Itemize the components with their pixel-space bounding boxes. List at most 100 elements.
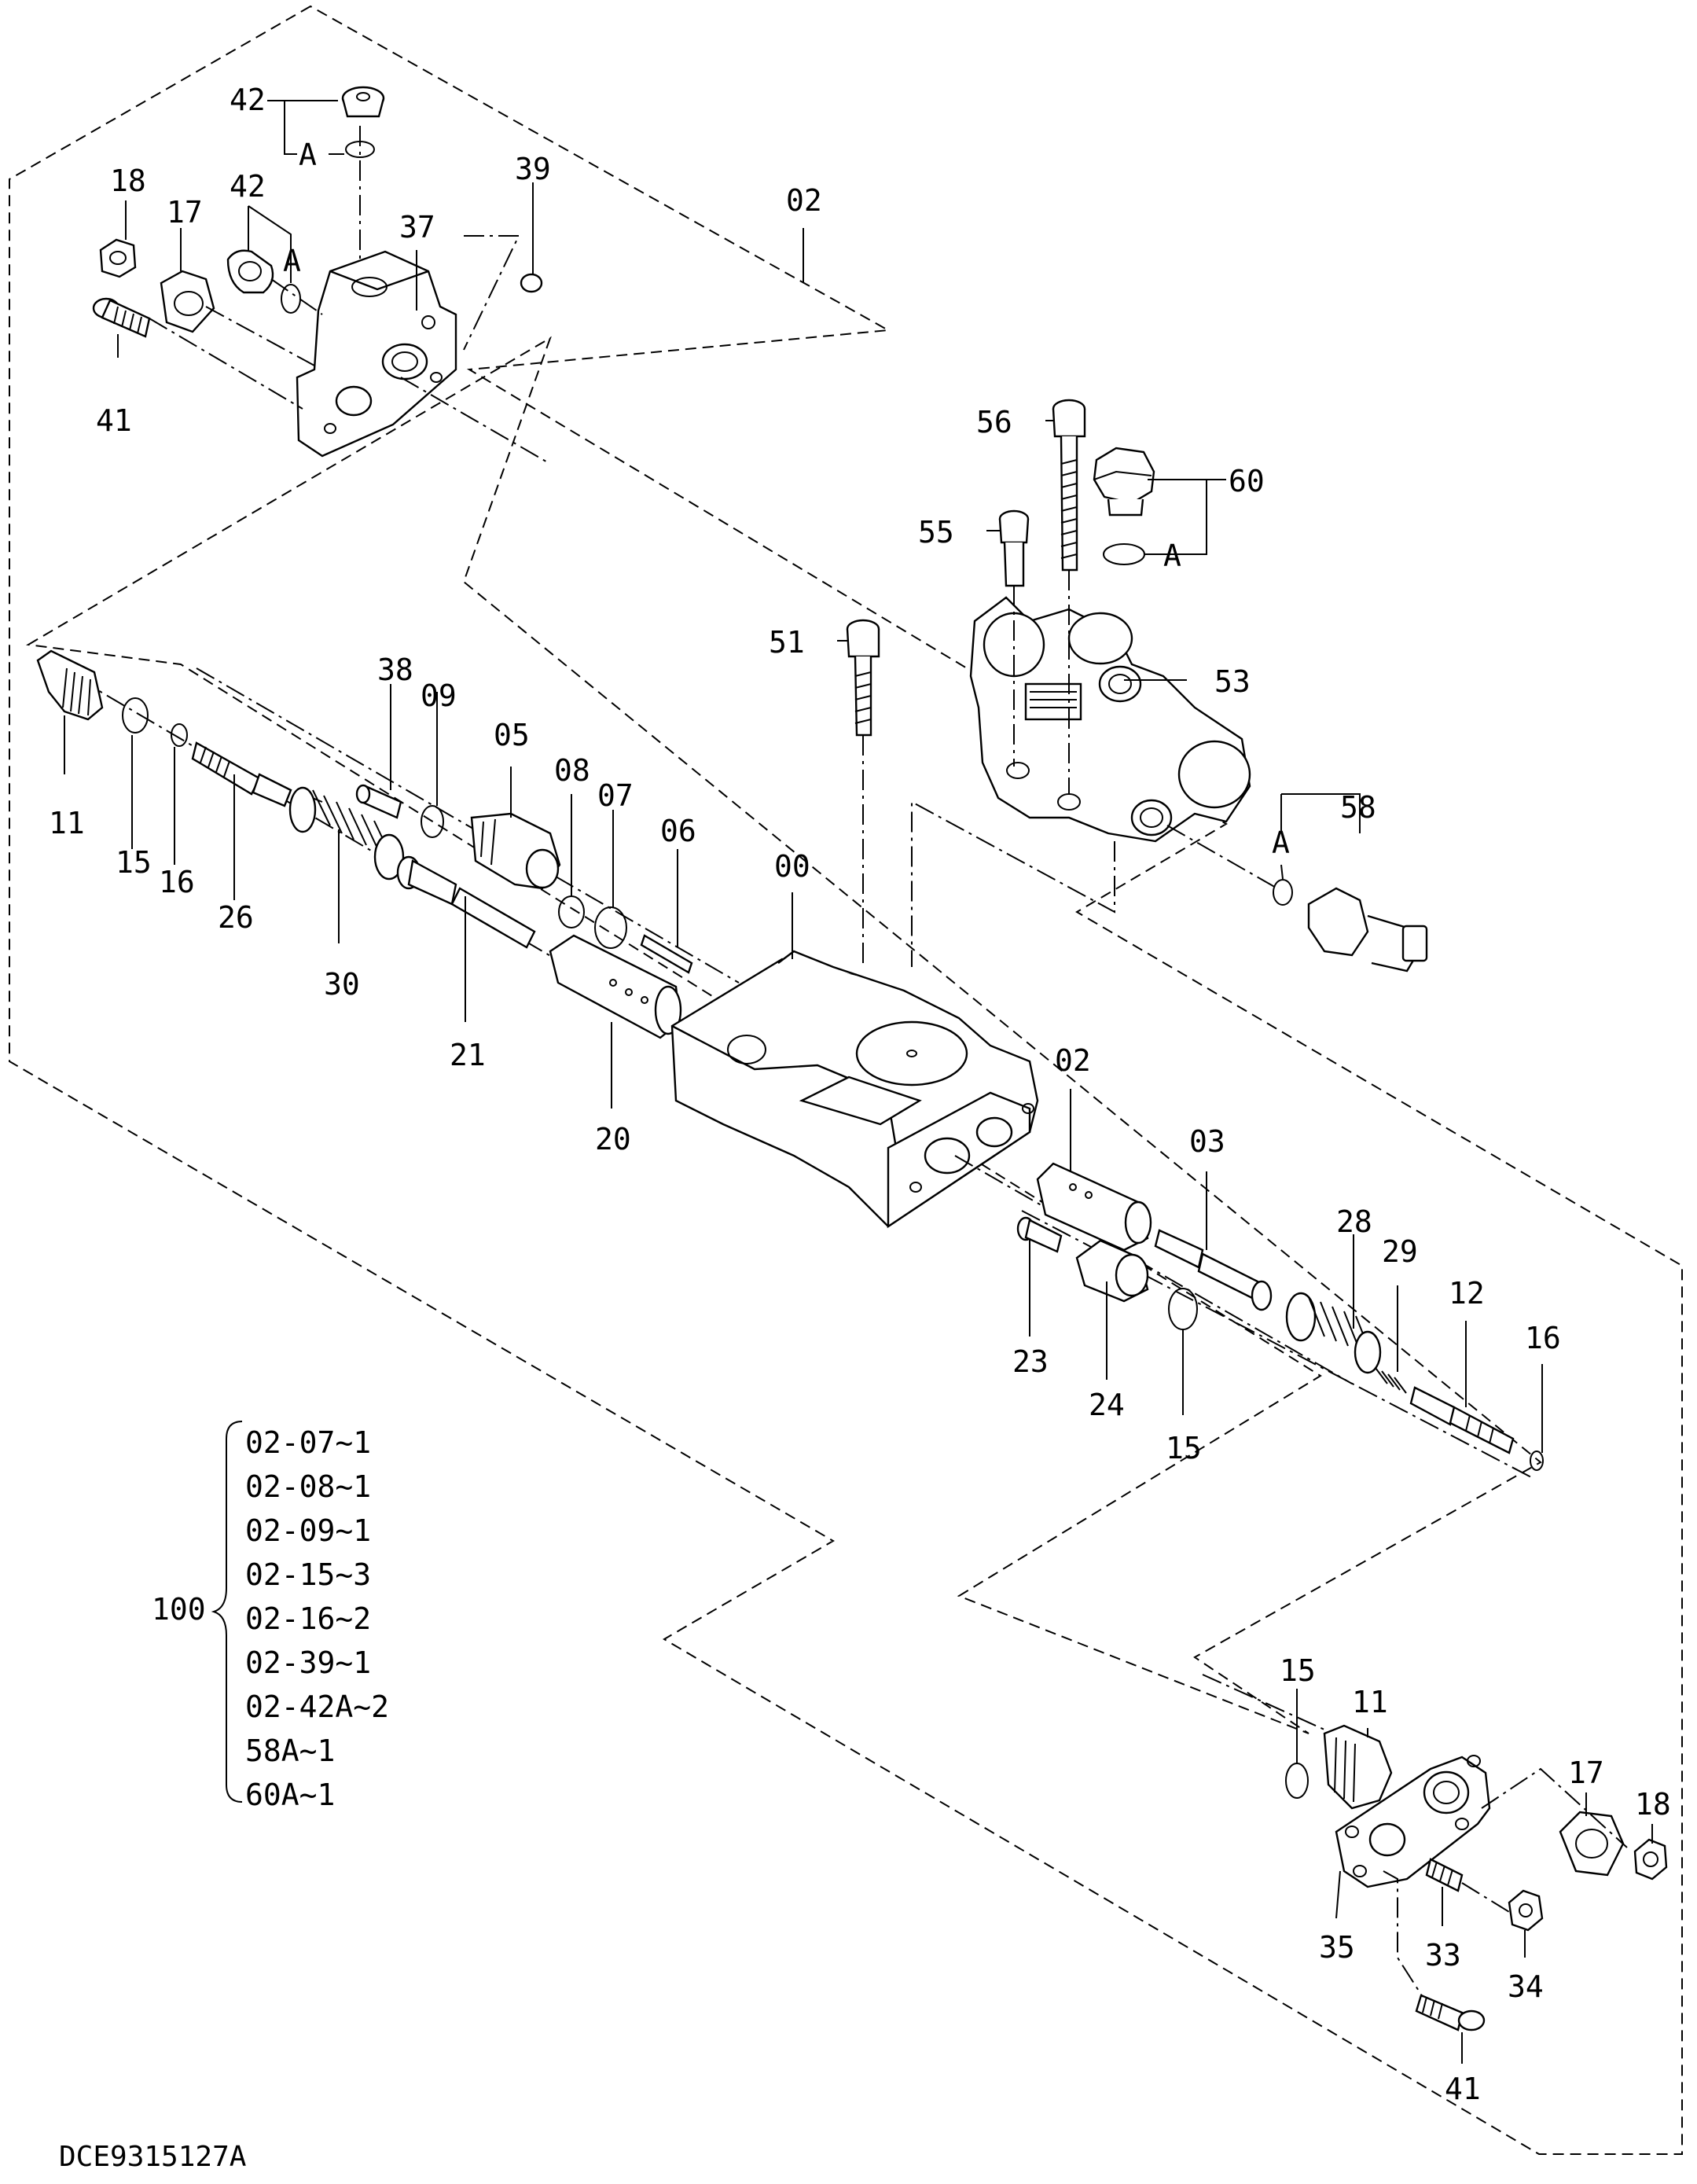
legend-item-5: 02-16~2 (245, 1601, 371, 1636)
part-00-valve-body (670, 950, 1039, 1229)
callout-37: 37 (399, 210, 435, 245)
part-11-plug-left (36, 649, 104, 721)
part-56-bolt (1052, 399, 1086, 572)
part-21-spool (396, 855, 536, 949)
kit-legend: 100 02-07~1 02-08~1 02-09~1 02-15~3 02-1… (152, 1421, 389, 1812)
callout-03: 03 (1189, 1124, 1225, 1159)
legend-parent-number: 100 (152, 1592, 206, 1627)
part-18-nut-right (1633, 1838, 1668, 1881)
callout-02-top: 02 (786, 183, 822, 218)
callout-a-2: A (283, 244, 301, 278)
part-11-plug-right (1323, 1724, 1393, 1810)
callout-16-left: 16 (159, 865, 195, 899)
callout-a-1: A (299, 138, 317, 172)
assembly-boundary (9, 5, 1683, 2155)
legend-item-3: 02-09~1 (245, 1513, 371, 1548)
part-41-bolt-left (92, 297, 151, 338)
callout-05: 05 (494, 718, 530, 752)
group-bottom-right (1202, 1674, 1668, 2031)
group-spool-left (36, 649, 905, 1164)
part-20-sleeve (549, 934, 682, 1039)
legend-brace (211, 1421, 243, 1803)
callout-60: 60 (1229, 464, 1265, 498)
callout-18-left: 18 (110, 164, 146, 198)
part-02-sleeve (1036, 1162, 1152, 1252)
leader-lines (64, 100, 1653, 2064)
part-58-sensor (1273, 879, 1428, 973)
part-34-nut (1508, 1889, 1544, 1932)
legend-item-4: 02-15~3 (245, 1557, 371, 1592)
part-12-pin (1409, 1386, 1515, 1454)
callout-41-left: 41 (96, 403, 132, 438)
part-41-bolt-right (1415, 1994, 1486, 2031)
part-42-plug-side (226, 249, 274, 294)
part-15-oring-left (122, 697, 149, 734)
part-17-nut-left (160, 270, 215, 333)
part-30-spring (288, 786, 405, 881)
callout-17-left: 17 (167, 195, 203, 230)
callout-06: 06 (660, 814, 696, 848)
legend-item-7: 02-42A~2 (245, 1689, 389, 1724)
part-26-pin (191, 741, 292, 807)
callout-30: 30 (324, 967, 360, 1002)
callout-42-side: 42 (230, 169, 266, 204)
callout-17-right: 17 (1568, 1756, 1604, 1790)
callout-56: 56 (976, 405, 1012, 439)
group-top-right (846, 399, 1428, 973)
callout-53: 53 (1214, 664, 1251, 699)
part-08-oring (558, 895, 585, 928)
legend-item-6: 02-39~1 (245, 1645, 371, 1680)
part-03-spool (1154, 1229, 1273, 1311)
part-33-screw (1425, 1858, 1464, 1892)
part-16-oring-left (171, 723, 188, 747)
callout-51: 51 (769, 625, 805, 660)
callout-08: 08 (554, 753, 590, 788)
legend-item-8: 58A~1 (245, 1734, 335, 1768)
callout-07: 07 (597, 778, 634, 813)
part-55-bolt (998, 509, 1030, 587)
callout-38: 38 (377, 653, 413, 687)
part-51-bolt (846, 619, 880, 737)
part-42-plug-top (341, 86, 385, 118)
callout-a-3: A (1163, 539, 1181, 573)
callout-42-top: 42 (230, 83, 266, 117)
callout-09: 09 (421, 678, 457, 713)
part-60-plug (1093, 447, 1155, 517)
callout-33: 33 (1425, 1938, 1461, 1973)
part-06-pin (640, 934, 693, 974)
part-37-cover (296, 250, 457, 458)
legend-item-9: 60A~1 (245, 1778, 335, 1812)
part-60-oring (1103, 543, 1145, 565)
part-17-nut-right (1559, 1811, 1625, 1877)
part-53-solenoid-valve (969, 596, 1251, 843)
part-18-nut-left (99, 238, 137, 278)
callout-labels: 42 A 18 17 42 A 37 39 02 41 56 60 A 55 5… (49, 83, 1671, 2106)
part-29-spring (1375, 1367, 1407, 1394)
callout-15-mid: 15 (1166, 1431, 1202, 1465)
legend-item-1: 02-07~1 (245, 1425, 371, 1460)
drawing-code: DCE9315127A (59, 2141, 247, 2173)
part-23-pin (1016, 1216, 1063, 1253)
part-09-oring (421, 805, 444, 838)
part-35-cover (1335, 1755, 1491, 1888)
part-05-sleeve (470, 812, 561, 890)
callout-11-right: 11 (1352, 1685, 1388, 1719)
callout-24: 24 (1089, 1388, 1125, 1422)
group-top-left (92, 86, 551, 465)
callout-15-lower: 15 (1280, 1653, 1316, 1688)
part-38-pin (355, 784, 402, 819)
callout-35: 35 (1319, 1930, 1355, 1965)
callout-a-4: A (1272, 825, 1290, 860)
callout-00: 00 (774, 849, 810, 884)
callout-34: 34 (1508, 1969, 1544, 2004)
callout-39: 39 (515, 152, 551, 186)
group-spool-right (954, 1155, 1544, 1479)
callout-15-left: 15 (116, 845, 152, 880)
callout-20: 20 (595, 1122, 631, 1156)
part-15-oring-lower (1285, 1763, 1309, 1799)
part-16-oring-right (1530, 1450, 1544, 1471)
part-28-spring (1285, 1292, 1382, 1374)
legend-item-2: 02-08~1 (245, 1469, 371, 1504)
callout-16-right: 16 (1525, 1321, 1561, 1355)
